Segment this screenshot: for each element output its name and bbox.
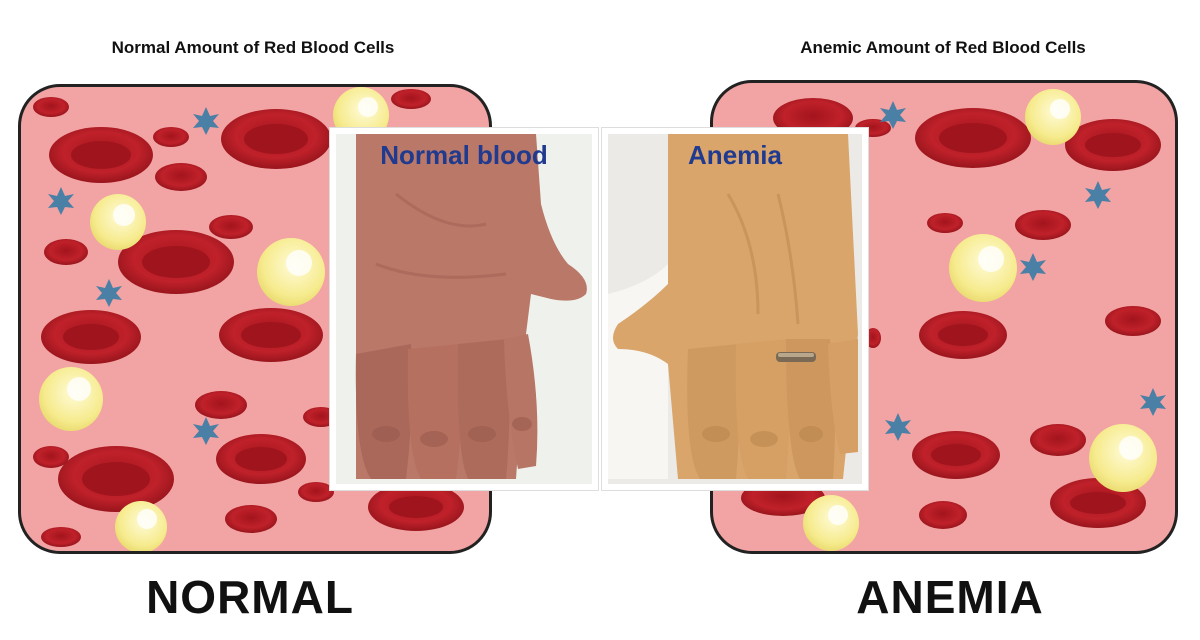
- caption-anemic: Anemic Amount of Red Blood Cells: [800, 38, 1086, 57]
- hand-icon: [336, 134, 592, 484]
- anemia-title: ANEMIA: [856, 571, 1044, 623]
- anemic-hand-photo: Anemia: [602, 128, 868, 490]
- normal-blood-cells: [33, 87, 464, 551]
- platelet-icon: [48, 107, 219, 445]
- caption-normal: Normal Amount of Red Blood Cells: [111, 38, 395, 57]
- normal-hand-photo: Normal blood: [330, 128, 598, 490]
- normal-blood-label: Normal blood: [380, 140, 548, 170]
- red-blood-cell-icon: [33, 89, 464, 547]
- red-blood-cell-icon: [741, 98, 1161, 529]
- platelet-icon: [880, 101, 1166, 441]
- anemic-blood-cells: [741, 89, 1166, 551]
- white-blood-cell-icon: [39, 87, 389, 551]
- white-blood-cell-icon: [803, 89, 1157, 551]
- normal-title: NORMAL: [146, 571, 354, 623]
- anemia-label: Anemia: [688, 140, 782, 170]
- hand-icon: [608, 134, 862, 484]
